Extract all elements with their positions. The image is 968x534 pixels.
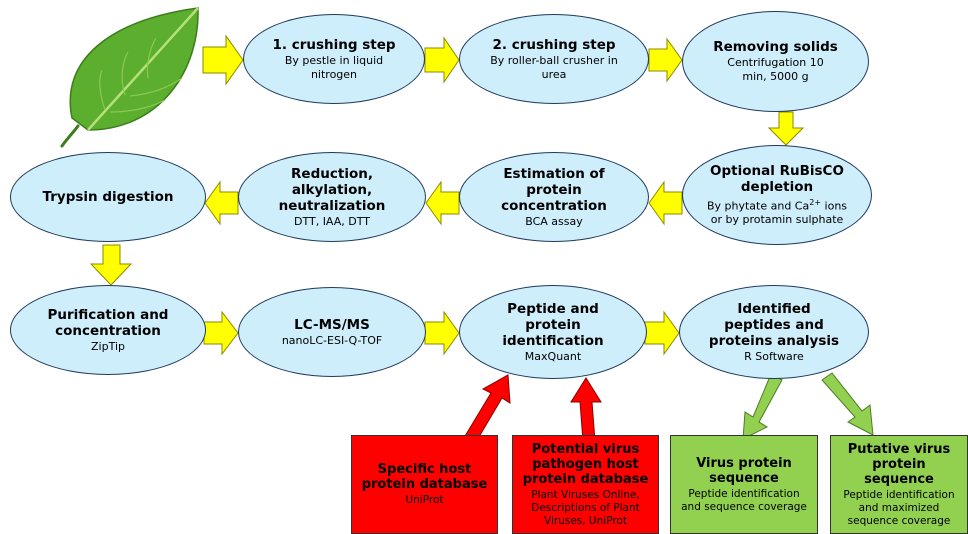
output-title: Putative virus protein sequence — [847, 441, 951, 487]
step-title: Removing solids — [713, 39, 838, 55]
step-detail: By roller-ball crusher in urea — [490, 53, 618, 81]
output-arrow-virus — [742, 373, 783, 440]
step-detail: BCA assay — [525, 214, 583, 228]
step-detail: nanoLC-ESI-Q-TOF — [281, 333, 383, 347]
step-title: Trypsin digestion — [42, 189, 174, 205]
step-identified-analysis: Identified peptides and proteins analysi… — [679, 285, 869, 379]
flow-arrow-right-2 — [424, 36, 460, 84]
output-detail: Peptide identification and sequence cove… — [681, 487, 807, 513]
step-crushing-2: 2. crushing step By roller-ball crusher … — [459, 14, 649, 104]
flow-arrow-left-2 — [425, 180, 460, 226]
virus-pathogen-database: Potential virus pathogen host protein da… — [512, 435, 659, 534]
host-protein-database: Specific host protein database UniProt — [351, 435, 498, 534]
database-title: Potential virus pathogen host protein da… — [522, 441, 649, 487]
database-arrow-virus — [570, 377, 602, 442]
step-crushing-1: 1. crushing step By pestle in liquid nit… — [243, 14, 425, 104]
step-detail-superscript: 2+ — [809, 197, 822, 207]
database-source: Plant Viruses Online, Descriptions of Pl… — [531, 488, 640, 527]
step-purification: Purification and concentration ZipTip — [10, 285, 206, 375]
flow-arrow-left-1 — [648, 180, 683, 226]
flow-arrow-down-2 — [89, 244, 133, 286]
virus-protein-sequence: Virus protein sequence Peptide identific… — [670, 435, 818, 534]
step-detail: Centrifugation 10 min, 5000 g — [727, 56, 824, 83]
output-title: Virus protein sequence — [696, 455, 792, 486]
step-detail: MaxQuant — [524, 349, 582, 363]
step-detail: By pestle in liquid nitrogen — [284, 53, 384, 81]
flow-arrow-right-1 — [202, 34, 244, 86]
step-estimation: Estimation of protein concentration BCA … — [459, 152, 649, 242]
step-reduction: Reduction, alkylation, neutralization DT… — [238, 152, 426, 242]
step-title: Peptide and protein identification — [502, 300, 604, 349]
step-title: 2. crushing step — [492, 36, 616, 53]
step-detail: ZipTip — [91, 339, 125, 353]
step-peptide-identification: Peptide and protein identification MaxQu… — [459, 285, 647, 379]
step-detail-text: By phytate and Ca — [706, 199, 810, 213]
output-arrow-putative — [821, 372, 874, 436]
step-title: 1. crushing step — [272, 36, 396, 53]
step-title: LC-MS/MS — [294, 316, 370, 333]
step-title: Purification and concentration — [47, 306, 169, 339]
step-removing-solids: Removing solids Centrifugation 10 min, 5… — [682, 11, 869, 112]
step-trypsin: Trypsin digestion — [10, 152, 206, 242]
step-lcms: LC-MS/MS nanoLC-ESI-Q-TOF — [238, 287, 426, 377]
step-title: Reduction, alkylation, neutralization — [278, 165, 386, 214]
step-detail: R Software — [744, 349, 804, 363]
output-detail: Peptide identification and maximized seq… — [843, 488, 955, 527]
step-title: Identified peptides and proteins analysi… — [708, 300, 840, 349]
database-title: Specific host protein database — [361, 462, 488, 492]
flow-arrow-down-1 — [767, 111, 805, 146]
step-detail-text-end: ions or by protamin sulphate — [710, 199, 848, 227]
database-source: UniProt — [405, 494, 444, 506]
flow-arrow-right-3 — [648, 37, 683, 83]
step-title: Estimation of protein concentration — [501, 165, 607, 214]
flow-arrow-right-4 — [203, 310, 239, 356]
step-title: Optional RuBisCO depletion — [710, 162, 844, 195]
flow-arrow-right-5 — [424, 310, 460, 356]
putative-virus-protein-sequence: Putative virus protein sequence Peptide … — [830, 435, 968, 534]
step-detail: DTT, IAA, DTT — [293, 214, 371, 228]
flow-arrow-left-3 — [204, 180, 239, 226]
flow-arrow-right-6 — [644, 310, 680, 356]
leaf-icon — [60, 7, 199, 148]
step-rubisco-depletion: Optional RuBisCO depletion By phytate an… — [682, 145, 872, 245]
step-detail: By phytate and Ca2+ ions or by protamin … — [702, 196, 852, 228]
